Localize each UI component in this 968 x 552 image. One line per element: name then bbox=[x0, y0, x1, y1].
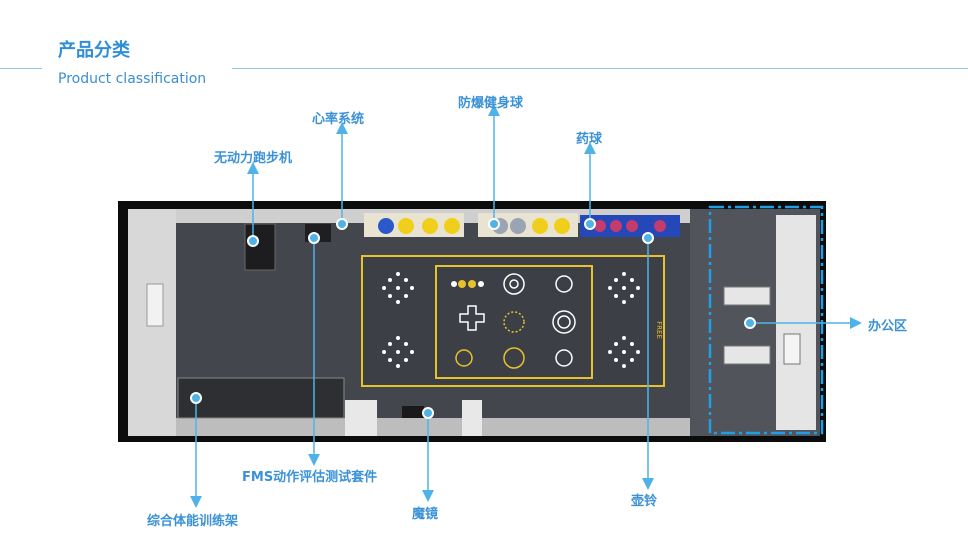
left-window bbox=[146, 283, 164, 327]
spiral-pattern bbox=[552, 310, 576, 334]
callout-dot-kettlebell bbox=[642, 232, 654, 244]
label-fms: FMS动作评估测试套件 bbox=[242, 470, 378, 485]
label-medicine-ball: 药球 bbox=[576, 132, 603, 147]
page-subtitle: Product classification bbox=[58, 71, 207, 87]
ball-icon bbox=[554, 218, 570, 234]
training-mat bbox=[361, 255, 665, 387]
mirror-shape bbox=[402, 406, 424, 418]
medicine-ball-icon bbox=[610, 220, 622, 232]
target-ring-pattern bbox=[503, 347, 525, 369]
ball-icon bbox=[378, 218, 394, 234]
callout-dots bbox=[190, 218, 756, 419]
office-cabinet bbox=[783, 333, 801, 365]
office-desk-top bbox=[723, 286, 771, 306]
label-heart-rate: 心率系统 bbox=[312, 112, 365, 127]
callout-dot-treadmill bbox=[247, 235, 259, 247]
ball-icon bbox=[532, 218, 548, 234]
starburst-pattern bbox=[382, 272, 414, 304]
medicine-ball-icon bbox=[654, 220, 666, 232]
dot-row-pattern bbox=[451, 280, 484, 288]
bottom-partition-2 bbox=[462, 400, 482, 436]
quad-circle-pattern bbox=[555, 349, 573, 367]
label-treadmill: 无动力跑步机 bbox=[214, 151, 293, 166]
treadmill-shape bbox=[244, 223, 276, 271]
label-mirror: 魔镜 bbox=[412, 507, 439, 522]
callout-dot-ball bbox=[488, 218, 500, 230]
medicine-ball-icon bbox=[626, 220, 638, 232]
callout-lines bbox=[190, 104, 862, 508]
header-divider-left bbox=[0, 68, 42, 69]
quad-circle-pattern bbox=[555, 275, 573, 293]
bottom-partition bbox=[345, 400, 377, 436]
starburst-pattern bbox=[608, 272, 640, 304]
mat-inner-frame bbox=[435, 265, 593, 379]
callout-dot-fms bbox=[308, 232, 320, 244]
ball-icon bbox=[444, 218, 460, 234]
callout-dot-rack bbox=[190, 392, 202, 404]
callout-dot-heart-rate bbox=[336, 218, 348, 230]
ball-icon bbox=[510, 218, 526, 234]
callout-dot-office bbox=[744, 317, 756, 329]
starburst-pattern bbox=[608, 336, 640, 368]
bottom-wall-band bbox=[176, 418, 690, 436]
label-kettlebell: 壶铃 bbox=[631, 494, 658, 509]
spiral-pattern bbox=[557, 315, 571, 329]
quad-circle-pattern bbox=[455, 349, 473, 367]
office-desk-bottom bbox=[723, 345, 771, 365]
header-divider-right bbox=[232, 68, 968, 69]
ball-icon bbox=[398, 218, 414, 234]
target-ring-pattern bbox=[503, 273, 525, 295]
label-ball: 防爆健身球 bbox=[458, 96, 524, 111]
mat-free-text: FREE bbox=[655, 321, 663, 339]
page-title: 产品分类 bbox=[58, 40, 130, 61]
training-rack-shape bbox=[177, 377, 345, 419]
ball-icon bbox=[422, 218, 438, 234]
mat-pattern-group bbox=[382, 272, 640, 369]
starburst-pattern bbox=[382, 336, 414, 368]
center-star-pattern bbox=[503, 311, 525, 333]
office-dashed-boundary bbox=[708, 205, 824, 435]
cross-pattern bbox=[459, 305, 485, 331]
callout-dot-medicine-ball bbox=[584, 218, 596, 230]
label-office: 办公区 bbox=[868, 319, 908, 334]
medicine-ball-icon bbox=[594, 220, 606, 232]
label-rack: 综合体能训练架 bbox=[147, 514, 239, 529]
callout-dot-mirror bbox=[422, 407, 434, 419]
target-ring-pattern bbox=[509, 279, 519, 289]
